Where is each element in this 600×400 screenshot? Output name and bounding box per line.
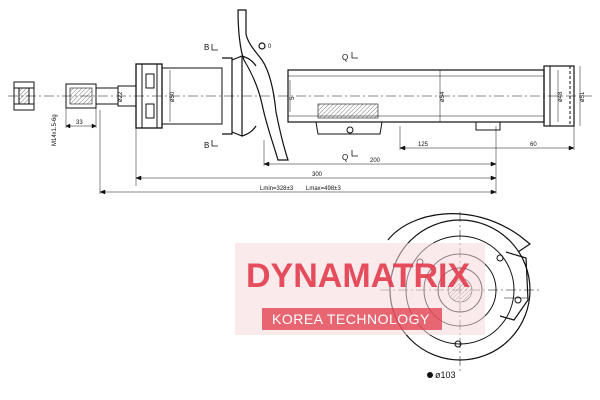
rod-thread xyxy=(65,83,137,109)
watermark-brand: DYNAMATRIX xyxy=(246,257,470,295)
section-b-bottom: B xyxy=(204,141,209,150)
dimension-labels: B B Q Q M14x1.5-6g ø22 ø50 5 ø54 ø48 ø51… xyxy=(52,43,586,192)
dim-300: 300 xyxy=(312,172,323,178)
dim-125: 125 xyxy=(418,142,429,148)
section-q-top: Q xyxy=(342,53,348,62)
strut-side-view xyxy=(8,9,592,195)
dim-5: 5 xyxy=(290,96,296,100)
strut-body xyxy=(287,65,575,135)
dim-d48: ø48 xyxy=(558,91,564,102)
dim-200: 200 xyxy=(370,158,381,164)
dim-d103: ø103 xyxy=(435,370,456,380)
thread-label: M14x1.5-6g xyxy=(52,114,58,146)
top-mount xyxy=(135,63,223,129)
dim-lmin: Lmin=328±3 xyxy=(260,186,294,192)
top-nut xyxy=(13,81,35,111)
watermark-banner xyxy=(262,308,442,330)
dim-d50: ø50 xyxy=(170,91,176,102)
top-view-dia-callout: ø103 xyxy=(427,370,456,380)
dim-d51: ø51 xyxy=(580,91,586,102)
section-b-top: B xyxy=(204,43,209,52)
dim-60: 60 xyxy=(530,142,537,148)
dim-lmax: Lmax=498±3 xyxy=(306,186,341,192)
dim-33: 33 xyxy=(76,120,83,126)
brand-watermark: DYNAMATRIX KOREA TECHNOLOGY xyxy=(235,243,485,335)
watermark-tagline: KOREA TECHNOLOGY xyxy=(272,311,430,327)
spring-seat xyxy=(222,9,289,161)
dim-d22: ø22 xyxy=(118,91,124,102)
dim-angle: 0 xyxy=(268,44,272,50)
section-q-bottom: Q xyxy=(342,153,348,162)
dim-d54: ø54 xyxy=(440,91,446,102)
dimension-lines xyxy=(65,44,581,195)
